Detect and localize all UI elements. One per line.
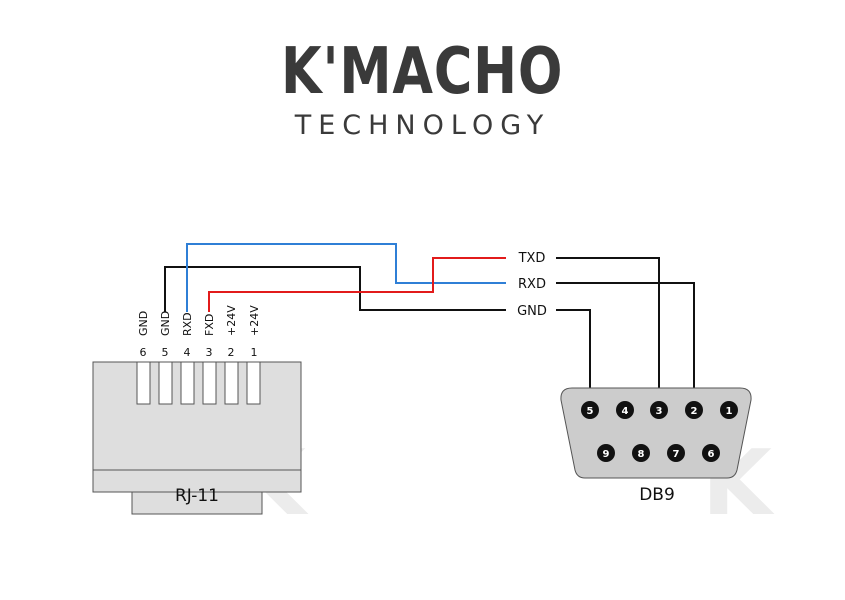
db9-pin-5 <box>581 401 599 419</box>
rj11-pin-name-4: RXD <box>181 312 194 336</box>
rj11-pin-number-5: 5 <box>162 346 169 359</box>
wire-rxd-rj11 <box>186 243 506 312</box>
db9-pin-label-1: 1 <box>726 406 733 417</box>
rj11-pin-number-1: 1 <box>251 346 258 359</box>
rj11-slot-5 <box>158 361 173 405</box>
db9-pin-label-4: 4 <box>622 406 629 417</box>
rj11-label: RJ-11 <box>175 486 219 506</box>
wire-txd-db9 <box>556 257 660 410</box>
db9-pin-label-2: 2 <box>691 406 698 417</box>
signal-label-rxd: RXD <box>518 277 546 292</box>
rj11-slot-4 <box>180 361 195 405</box>
db9-pin-label-5: 5 <box>587 406 594 417</box>
logo: K'MACHO TECHNOLOGY <box>0 40 845 141</box>
db9-pin-2 <box>685 401 703 419</box>
rj11-pin-name-2: +24V <box>225 305 238 336</box>
rj11-connector: RJ-11 <box>92 361 302 515</box>
rj11-slot-3 <box>202 361 217 405</box>
rj11-pin-number-2: 2 <box>228 346 235 359</box>
rj11-pin-name-1: +24V <box>248 305 261 336</box>
rj11-pin-number-6: 6 <box>140 346 147 359</box>
rj11-pin-name-3: FXD <box>203 314 216 336</box>
db9-pin-4 <box>616 401 634 419</box>
db9-connector: 5 4 3 2 1 9 8 7 6 DB9 <box>560 387 752 505</box>
wire-gnd-db9 <box>556 309 591 410</box>
signal-label-gnd: GND <box>517 304 547 319</box>
db9-pin-label-9: 9 <box>603 449 610 460</box>
rj11-pin-number-3: 3 <box>206 346 213 359</box>
wire-gnd-rj11 <box>164 266 506 312</box>
rj11-pin-number-4: 4 <box>184 346 191 359</box>
rj11-pin-name-5: GND <box>159 311 172 336</box>
db9-pin-7 <box>667 444 685 462</box>
db9-pin-label-3: 3 <box>656 406 663 417</box>
rj11-body <box>92 361 302 471</box>
rj11-slot-6 <box>136 361 151 405</box>
db9-label: DB9 <box>639 485 675 505</box>
wire-rxd-db9 <box>556 282 695 410</box>
signal-label-txd: TXD <box>518 251 546 266</box>
db9-pin-3 <box>650 401 668 419</box>
logo-subtitle: TECHNOLOGY <box>294 110 551 141</box>
db9-pin-6 <box>702 444 720 462</box>
rj11-pin-name-6: GND <box>137 311 150 336</box>
db9-pin-9 <box>597 444 615 462</box>
db9-pin-label-8: 8 <box>638 449 645 460</box>
wire-fxd-rj11 <box>208 257 506 312</box>
db9-pin-8 <box>632 444 650 462</box>
db9-pin-label-7: 7 <box>673 449 680 460</box>
db9-pin-label-6: 6 <box>708 449 715 460</box>
db9-pin-1 <box>720 401 738 419</box>
logo-brand: K'MACHO <box>281 35 564 109</box>
rj11-slot-1 <box>246 361 261 405</box>
rj11-slot-2 <box>224 361 239 405</box>
